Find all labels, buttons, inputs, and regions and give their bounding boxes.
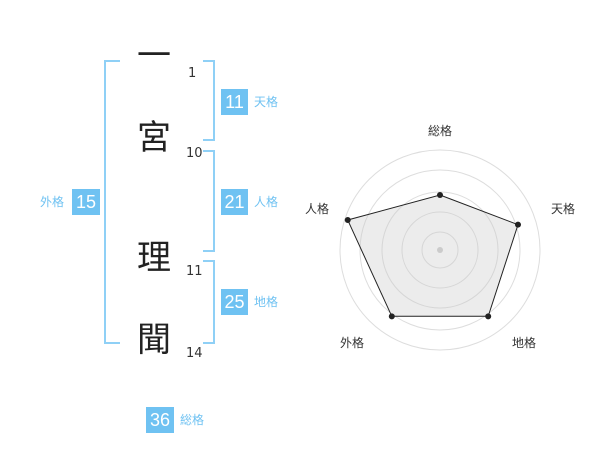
gaikaku-label: 外格 <box>40 195 65 209</box>
jinkaku-label: 人格 <box>254 195 279 209</box>
stroke-count-4: 14 <box>186 346 203 361</box>
stroke-count-3: 11 <box>186 264 203 279</box>
tenkaku-value-badge: 11 <box>221 89 248 115</box>
radar-point-gaikaku <box>388 313 395 320</box>
stroke-count-2: 10 <box>186 146 203 161</box>
chikaku-value-badge: 25 <box>221 289 248 315</box>
soukaku-label: 総格 <box>180 413 205 427</box>
name-char-1: 一 <box>137 36 171 76</box>
radar-point-tenkaku <box>514 221 521 228</box>
name-char-2: 宮 <box>137 118 171 158</box>
radar-ring-1 <box>401 211 479 289</box>
radar-ring-outer <box>339 149 541 351</box>
radar-label-gaikaku: 外格 <box>340 336 365 350</box>
chikaku-label: 地格 <box>254 295 279 309</box>
radar-label-jinkaku: 人格 <box>305 202 330 216</box>
name-char-3: 理 <box>137 238 171 278</box>
radar-label-chikaku: 地格 <box>512 336 537 350</box>
radar-point-chikaku <box>485 313 492 320</box>
tenkaku-label: 天格 <box>254 95 279 109</box>
radar-area <box>346 194 519 317</box>
radar-center-dot <box>437 247 443 253</box>
jinkaku-value-badge: 21 <box>221 189 248 215</box>
soukaku-value-badge: 36 <box>146 407 174 433</box>
gaikaku-value-badge: 15 <box>72 189 100 215</box>
jinkaku-bracket <box>203 150 215 252</box>
radar-point-soukaku <box>437 192 443 198</box>
chikaku-bracket <box>203 260 215 344</box>
radar-label-soukaku: 総格 <box>428 124 453 138</box>
tenkaku-bracket <box>203 60 215 141</box>
radar-label-tenkaku: 天格 <box>551 202 576 216</box>
radar-point-jinkaku <box>344 217 351 224</box>
name-char-4: 聞 <box>137 320 171 360</box>
gaikaku-bracket <box>104 60 120 344</box>
radar-ring-3 <box>359 169 521 331</box>
stroke-count-1: 1 <box>188 66 197 81</box>
radar-ring-inner <box>421 231 459 269</box>
